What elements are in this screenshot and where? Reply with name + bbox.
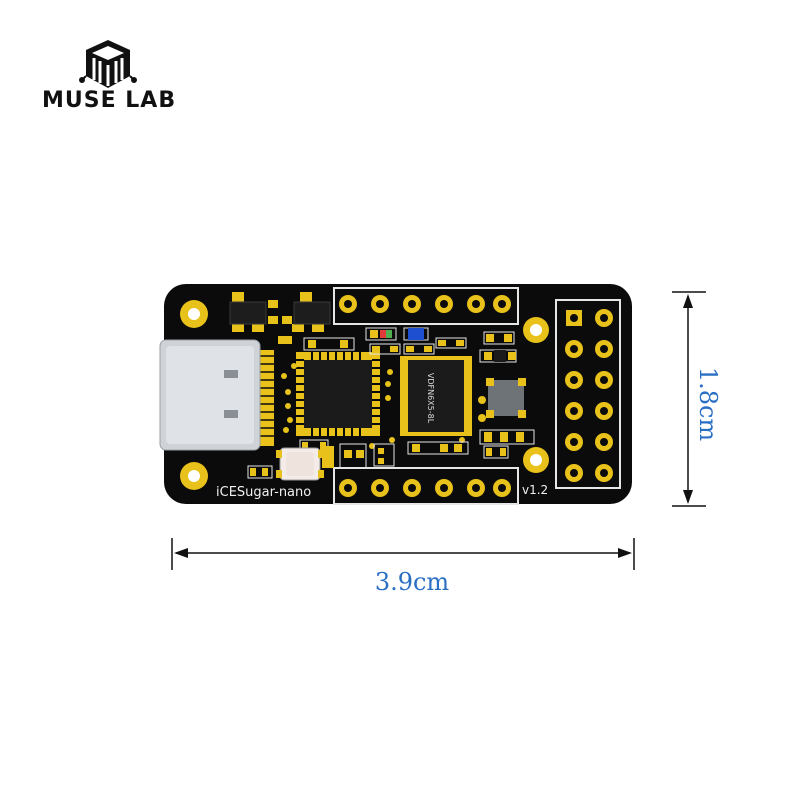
board-version: v1.2 bbox=[522, 483, 548, 497]
brand-name: MUSE LAB bbox=[42, 88, 177, 113]
height-dimension-line bbox=[672, 291, 706, 507]
mounting-hole-bottom-mid bbox=[523, 447, 549, 473]
header-pins-top bbox=[339, 295, 511, 313]
led-red-icon bbox=[380, 330, 386, 338]
width-label: 3.9cm bbox=[375, 568, 450, 596]
led-blue-icon bbox=[408, 328, 424, 340]
board-name: iCESugar-nano bbox=[216, 485, 311, 500]
header-pins-bottom bbox=[339, 479, 511, 497]
width-dimension-line bbox=[171, 538, 635, 570]
transistor-right bbox=[292, 292, 331, 332]
reset-button bbox=[276, 447, 324, 481]
muse-lab-logo-icon bbox=[79, 40, 137, 88]
height-label: 1.8cm bbox=[694, 367, 722, 442]
mounting-hole-top-left bbox=[180, 300, 208, 328]
mounting-hole-top-mid bbox=[523, 317, 549, 343]
usb-c-connector bbox=[159, 339, 274, 451]
oscillator bbox=[486, 378, 526, 418]
header-pins-right bbox=[565, 309, 613, 482]
flash-chip-marking: VDFN6X5-8L bbox=[426, 373, 435, 424]
flash-chip: VDFN6X5-8L bbox=[400, 356, 472, 436]
transistor-left bbox=[229, 292, 267, 332]
mounting-hole-bottom-left bbox=[180, 462, 208, 490]
fpga-chip bbox=[296, 352, 380, 436]
